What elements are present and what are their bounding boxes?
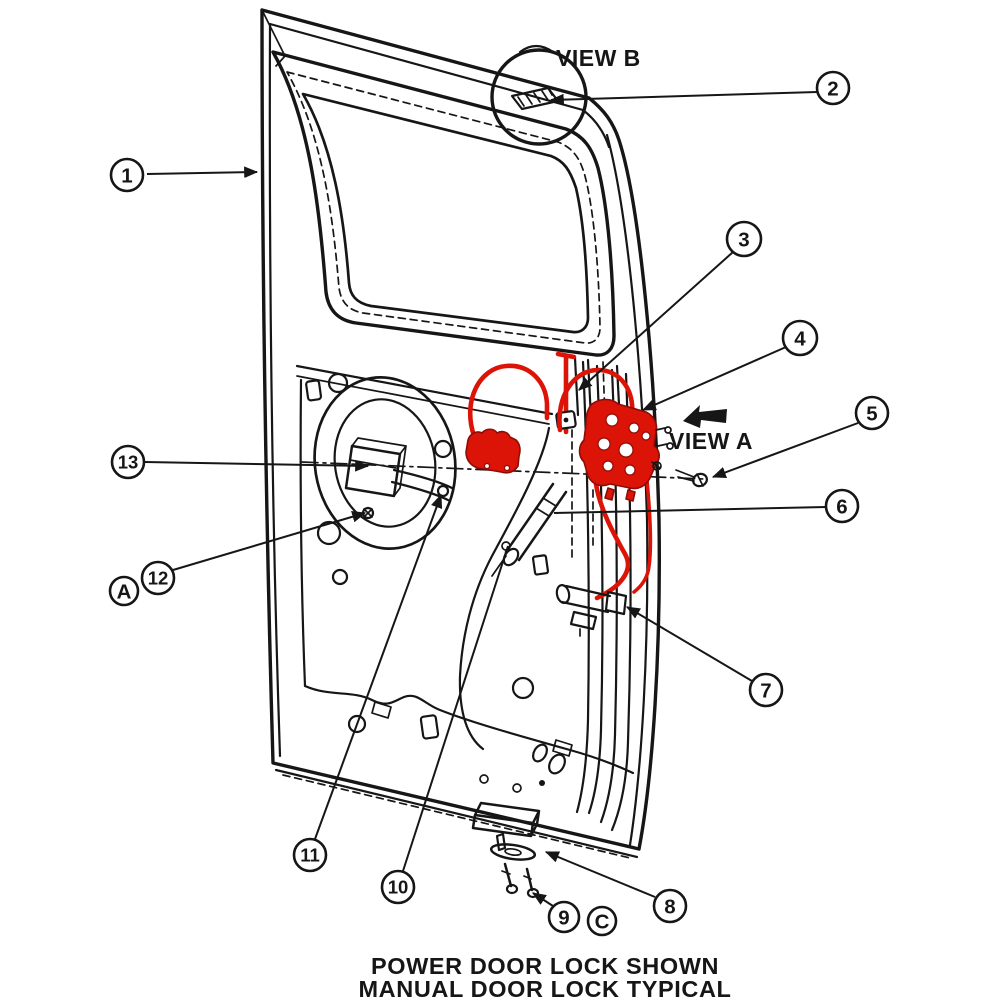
callout-3: 3: [725, 220, 763, 258]
view-b-label: VIEW B: [556, 45, 641, 71]
svg-text:8: 8: [664, 895, 675, 918]
remote-handle: [344, 437, 454, 520]
bottom-guide-bracket: [471, 801, 541, 899]
callout-9: 9: [547, 900, 581, 934]
callout-10: 10: [380, 869, 416, 905]
callout-7: 7: [748, 672, 784, 708]
callout-4: 4: [781, 319, 819, 357]
svg-text:12: 12: [148, 568, 169, 589]
view-a-label: VIEW A: [669, 428, 753, 454]
view-a-arrow-icon: [683, 405, 727, 428]
svg-text:A: A: [117, 580, 132, 603]
callout-8: 8: [652, 888, 688, 924]
leader-line-3: [578, 251, 734, 391]
leader-line-2: [549, 91, 818, 106]
svg-text:5: 5: [866, 402, 877, 425]
callout-1: 1: [109, 157, 145, 193]
view-b-circle: [490, 48, 588, 146]
callout-C: C: [586, 905, 618, 937]
callout-5: 5: [854, 395, 890, 431]
callout-A: A: [108, 575, 140, 607]
svg-text:1: 1: [121, 164, 132, 187]
leader-line-13: [144, 459, 370, 472]
door-latch-assembly: [578, 398, 674, 502]
leader-line-4: [641, 346, 787, 411]
leader-line-12: [172, 511, 367, 571]
svg-text:7: 7: [760, 679, 771, 702]
leader-line-6: [553, 506, 827, 514]
callout-2: 2: [815, 70, 851, 106]
svg-text:9: 9: [558, 906, 569, 929]
power-lock-actuator: [465, 428, 521, 474]
leader-line-11: [314, 493, 443, 840]
leader-line-10: [402, 545, 509, 872]
svg-text:2: 2: [827, 77, 838, 100]
leader-line-7: [625, 606, 753, 682]
upper-latch: [510, 86, 560, 111]
svg-text:6: 6: [836, 495, 847, 518]
leader-line-8: [544, 851, 656, 898]
callout-13: 13: [110, 444, 146, 480]
svg-text:3: 3: [738, 228, 749, 251]
svg-text:4: 4: [794, 327, 806, 350]
lower-latch: [555, 584, 628, 637]
leader-line-5: [711, 422, 859, 478]
callout-12: 12: [140, 560, 176, 596]
caption-line-1: POWER DOOR LOCK SHOWN: [371, 953, 719, 979]
leader-line-9: [532, 892, 554, 907]
svg-text:C: C: [595, 910, 610, 933]
callout-11: 11: [292, 837, 328, 873]
leader-line-1: [146, 166, 259, 179]
svg-text:13: 13: [118, 452, 139, 473]
view-a-screw: [651, 461, 708, 488]
door-artwork: [260, 8, 727, 899]
svg-text:10: 10: [388, 877, 409, 898]
caption-line-2: MANUAL DOOR LOCK TYPICAL: [359, 976, 732, 1000]
callout-6: 6: [824, 488, 860, 524]
svg-text:11: 11: [300, 845, 320, 866]
